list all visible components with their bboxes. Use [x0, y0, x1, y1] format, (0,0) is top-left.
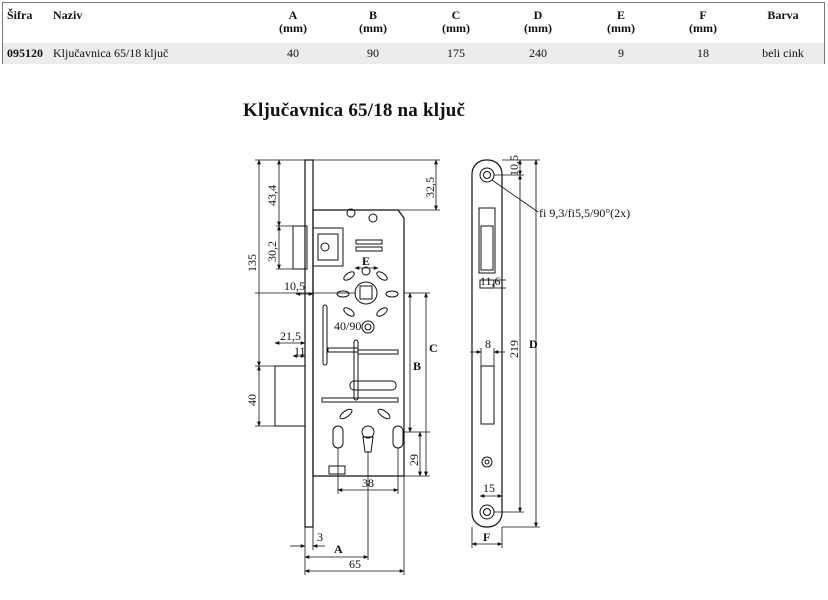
hole-note: fi 9,3/fi5,5/90°(2x): [539, 206, 630, 220]
dim-21-5: 21,5: [280, 329, 301, 343]
header-f: F(mm): [689, 8, 717, 35]
dim-10-5-right: 10,5: [507, 155, 521, 176]
cell-a: 40: [287, 46, 299, 60]
spec-table: Šifra Naziv A(mm) B(mm) C(mm) D(mm) E(mm…: [2, 2, 825, 64]
dim-43-4: 43,4: [265, 185, 279, 206]
bottom-screw-hole: [479, 504, 495, 520]
label-c: C: [429, 341, 438, 355]
cell-c: 175: [447, 46, 465, 60]
latch-bolt: [292, 225, 308, 270]
faceplate: [304, 159, 314, 528]
dim-11-6: 11,6: [480, 274, 501, 288]
dim-30-2: 30,2: [265, 241, 279, 262]
side-view-dimensions: [470, 159, 540, 548]
header-e: E(mm): [607, 8, 635, 35]
dim-8: 8: [485, 337, 491, 351]
top-screw-hole: [479, 167, 495, 183]
cell-e: 9: [618, 46, 624, 60]
dead-bolt: [274, 365, 306, 427]
front-view-labels: 43,4 30,2 135 40 10,5 21,5 11 32,5 E 40/…: [245, 177, 438, 571]
header-b: B(mm): [359, 8, 387, 35]
deadbolt-opening: [480, 365, 495, 425]
dim-11: 11: [294, 344, 306, 358]
side-view-labels: 10,5 fi 9,3/fi5,5/90°(2x) 11,6 8 219 D 1…: [480, 155, 630, 544]
label-a: A: [334, 542, 343, 556]
dim-38: 38: [362, 476, 374, 490]
dim-10-5-left: 10,5: [284, 279, 305, 293]
cell-naziv: Ključavnica 65/18 ključ: [53, 46, 169, 60]
dim-29: 29: [407, 454, 421, 466]
bottom-screw: [328, 465, 346, 475]
dim-135: 135: [245, 254, 259, 272]
header-barva: Barva: [767, 8, 799, 22]
label-e: E: [362, 254, 370, 268]
dim-3: 3: [317, 530, 323, 544]
dim-219: 219: [507, 340, 521, 358]
header-naziv: Naziv: [53, 8, 83, 22]
cell-d: 240: [529, 46, 547, 60]
dim-40: 40: [245, 394, 259, 406]
drawing-title: Ključavnica 65/18 na ključ: [243, 100, 466, 121]
latch-mechanism: [312, 227, 344, 267]
cell-sifra: 095120: [7, 46, 43, 60]
table-row: 095120 Ključavnica 65/18 ključ 40 90 175…: [3, 43, 824, 64]
faceplate-outline: [471, 159, 503, 528]
header-c: C(mm): [442, 8, 470, 35]
cell-barva: beli cink: [762, 46, 804, 60]
header-a: A(mm): [279, 8, 307, 35]
label-d: D: [529, 337, 538, 351]
dim-15: 15: [483, 481, 495, 495]
dim-65: 65: [349, 557, 361, 571]
header-sifra: Šifra: [7, 8, 33, 22]
label-b: B: [413, 359, 421, 373]
header-d: D(mm): [524, 8, 552, 35]
dim-32-5: 32,5: [423, 177, 437, 198]
label-f: F: [483, 530, 490, 544]
front-view-dimensions: [255, 159, 440, 575]
dim-40-90: 40/90: [334, 319, 361, 333]
cell-b: 90: [367, 46, 379, 60]
cell-f: 18: [697, 46, 709, 60]
